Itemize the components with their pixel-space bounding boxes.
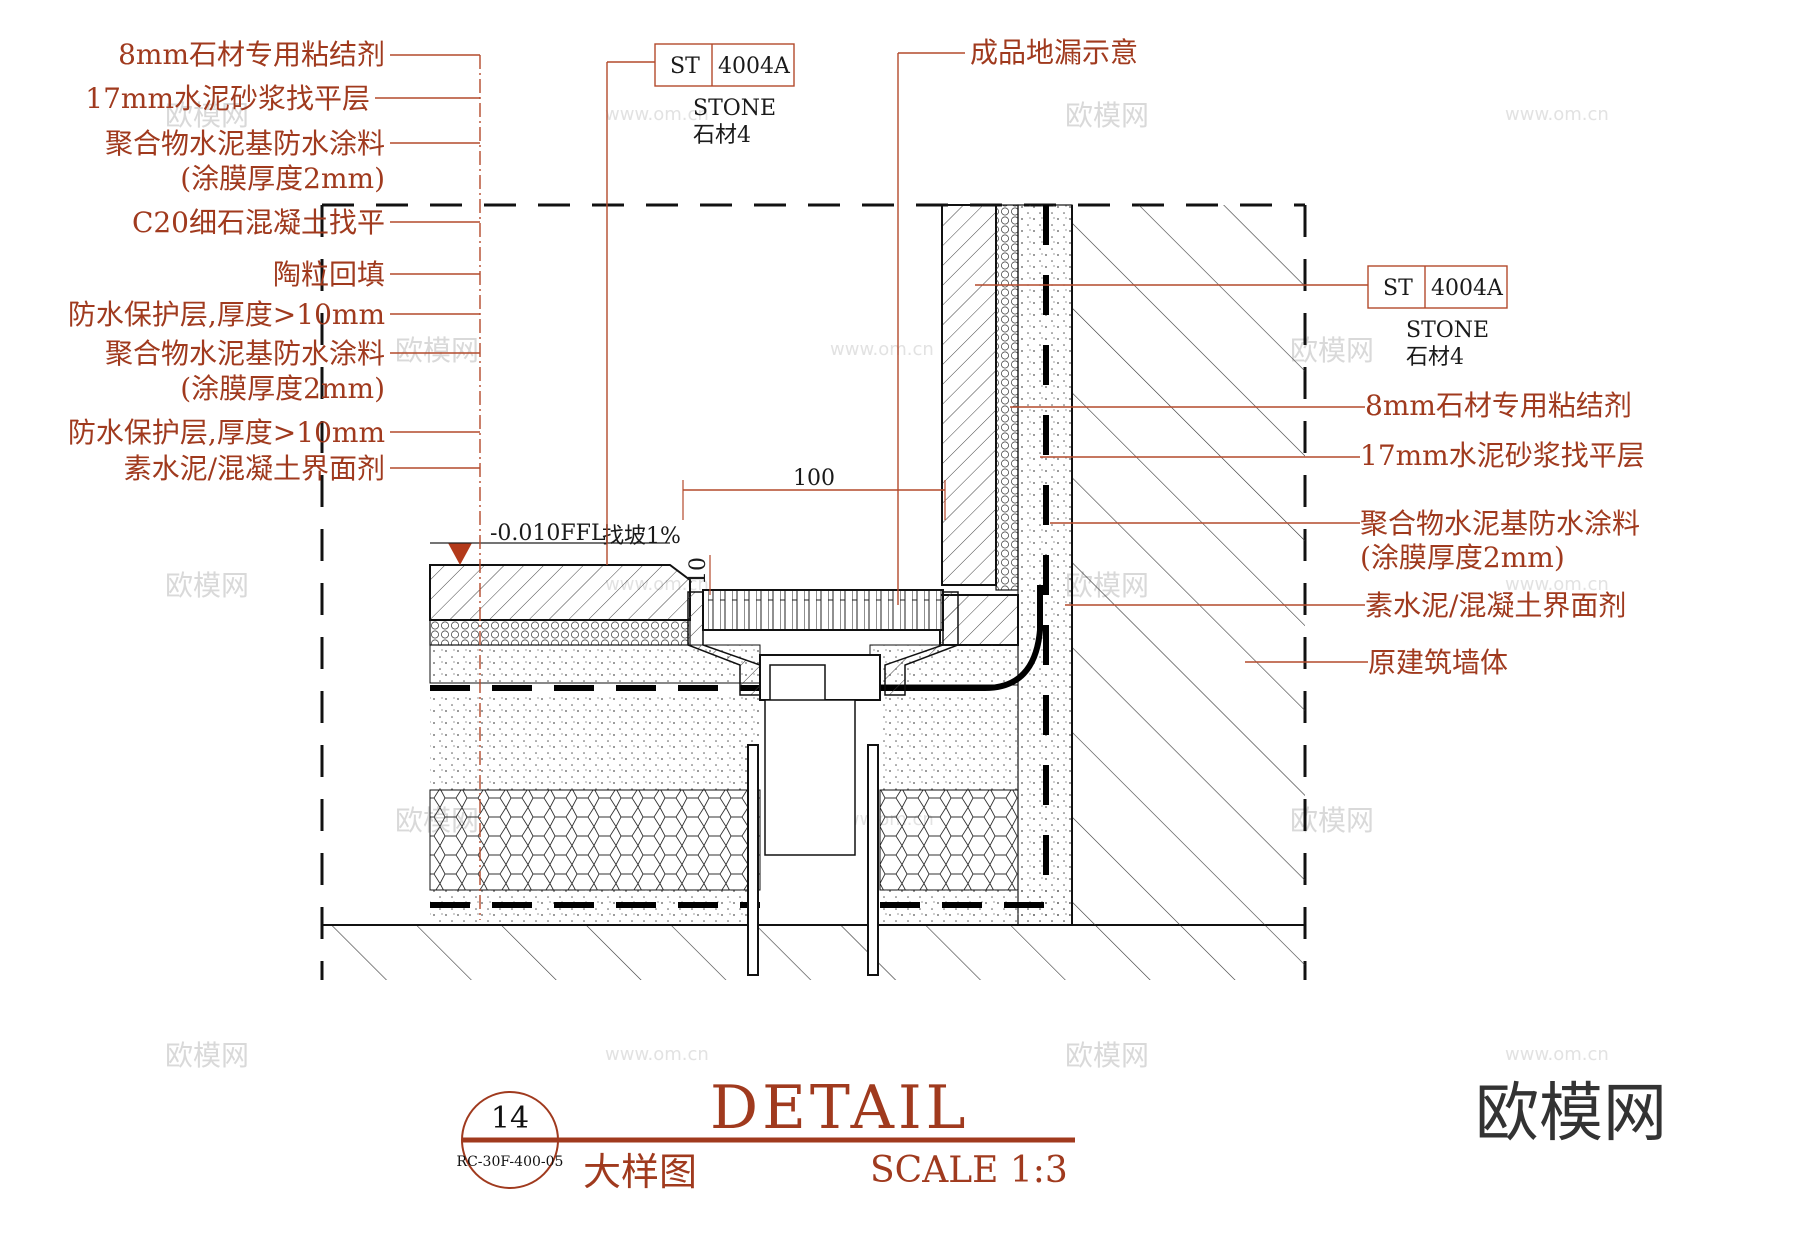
watermark-brand: 欧模网 [1065,1039,1149,1072]
floor-drain [687,589,959,976]
watermark-url: www.om.cn [1505,1044,1609,1065]
level-mark-text: -0.010FFL [490,521,606,546]
watermark-brand: 欧模网 [165,1039,249,1072]
left-label: 聚合物水泥基防水涂料 [105,127,385,160]
watermark-brand: 欧模网 [165,99,249,132]
floor-layers-right [869,585,1070,925]
watermark-brand: 欧模网 [395,334,479,367]
watermark-url: www.om.cn [1505,104,1609,125]
right-label: 8mm石材专用粘结剂 [1365,389,1632,422]
stone-code: ST [1383,276,1413,301]
left-label: (涂膜厚度2mm) [180,162,385,195]
left-label: 8mm石材专用粘结剂 [118,38,385,71]
left-label: 防水保护层,厚度>10mm [68,298,385,331]
brand-logo: 欧模网 [1475,1077,1667,1151]
right-labels: 8mm石材专用粘结剂 17mm水泥砂浆找平层 聚合物水泥基防水涂料 (涂膜厚度2… [975,284,1645,679]
stone-tag-right: ST 4004A STONE 石材4 [1367,265,1508,370]
stone-tag-top: ST 4004A STONE 石材4 [606,43,795,565]
watermark-brand: 欧模网 [165,569,249,602]
left-label: 陶粒回填 [273,258,385,291]
original-wall [1071,205,1305,925]
wall-finish-layers [941,204,1073,926]
right-label: 素水泥/混凝土界面剂 [1365,589,1626,622]
right-label: 聚合物水泥基防水涂料 [1360,507,1640,540]
detail-title-cn: 大样图 [583,1150,697,1194]
left-label: 17mm水泥砂浆找平层 [85,82,370,115]
left-label: 聚合物水泥基防水涂料 [105,337,385,370]
drain-label: 成品地漏示意 [970,36,1138,69]
stone-code: ST [670,54,700,79]
floor-layers-left [429,564,761,925]
right-label: (涂膜厚度2mm) [1360,541,1565,574]
watermark-url: www.om.cn [1505,574,1609,595]
dimension-100: 100 [793,466,835,491]
title-block: 14 RC-30F-400-05 DETAIL 大样图 SCALE 1:3 [457,1073,1075,1194]
left-label: (涂膜厚度2mm) [180,372,385,405]
sheet-ref: RC-30F-400-05 [457,1154,564,1170]
level-marker: -0.010FFL 找坡1% [430,521,681,565]
detail-title-en: DETAIL [710,1073,970,1143]
detail-scale: SCALE 1:3 [870,1150,1068,1191]
watermark-url: www.om.cn [830,339,934,360]
watermark-url: www.om.cn [605,1044,709,1065]
stone-name-cn: 石材4 [693,123,751,148]
stone-name-en: STONE [1406,318,1489,343]
watermark-brand: 欧模网 [1065,99,1149,132]
watermark-url: www.om.cn [605,104,709,125]
right-label: 原建筑墙体 [1368,646,1508,679]
dimension-lines: 100 10 [682,466,946,595]
left-label: C20细石混凝土找平 [132,206,385,239]
right-label: 17mm水泥砂浆找平层 [1360,439,1645,472]
detail-number: 14 [491,1101,529,1136]
stone-name-en: STONE [693,96,776,121]
drain-callout: 成品地漏示意 [897,36,1138,605]
stone-number: 4004A [718,54,791,79]
left-label: 素水泥/混凝土界面剂 [124,452,385,485]
structural-slab [322,924,1305,980]
left-label: 防水保护层,厚度>10mm [68,416,385,449]
stone-name-cn: 石材4 [1406,345,1464,370]
left-labels: 8mm石材专用粘结剂 17mm水泥砂浆找平层 聚合物水泥基防水涂料 (涂膜厚度2… [68,38,481,920]
dimension-10: 10 [686,557,711,585]
slope-note: 找坡1% [602,524,681,549]
stone-number: 4004A [1431,276,1504,301]
